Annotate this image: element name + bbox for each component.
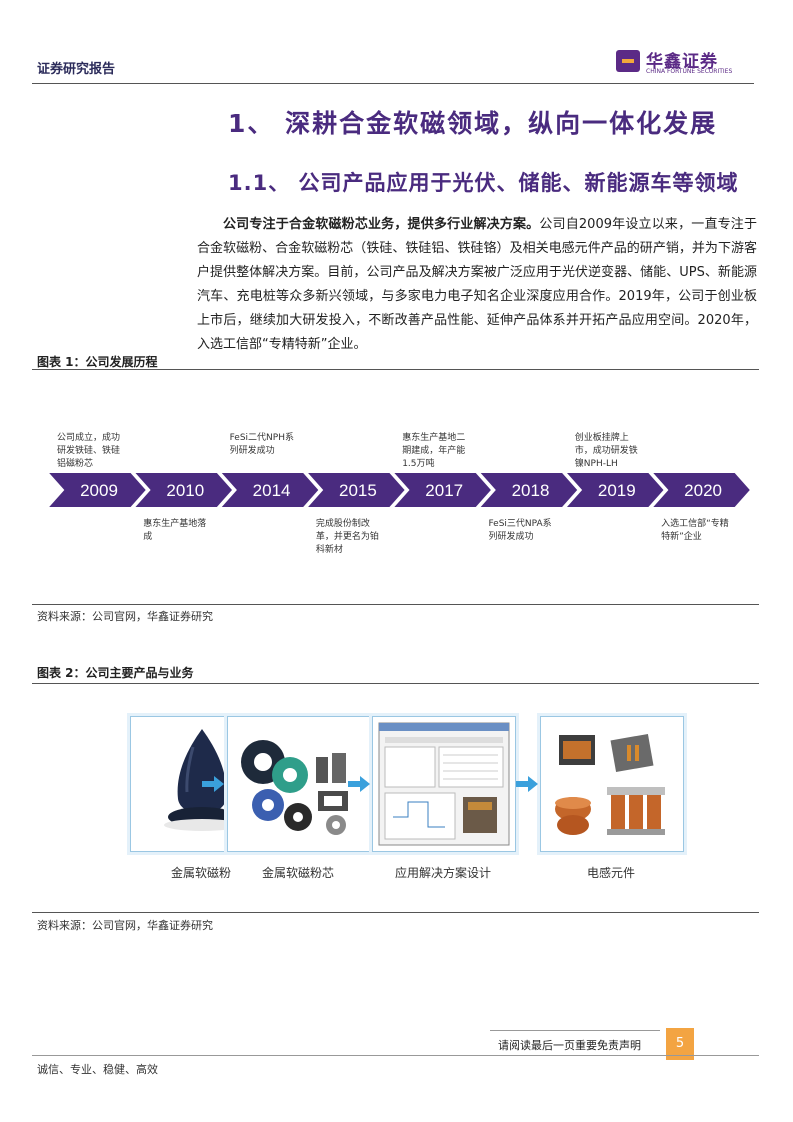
subsection-heading: 1.1、 公司产品应用于光伏、储能、新能源车等领域: [228, 171, 739, 195]
timeline-note: FeSi三代NPA系列研发成功: [488, 519, 552, 542]
inductor-icon: [555, 733, 665, 835]
figure1-title: 图表 1：公司发展历程: [37, 355, 158, 369]
timeline-year: 2015: [339, 481, 377, 500]
logo-english-name: CHINA FORTUNE SECURITIES: [646, 68, 733, 75]
company-logo-icon: [616, 50, 640, 72]
paragraph-text: 公司自2009年设立以来，一直专注于合金软磁粉、合金软磁粉芯（铁硅、铁硅铝、铁硅…: [197, 217, 757, 352]
figure2-bottom-rule: [32, 912, 759, 913]
timeline-year: 2020: [684, 481, 722, 500]
timeline-note: 入选工信部“专精特新”企业: [661, 519, 729, 542]
timeline-year: 2014: [253, 481, 291, 500]
figure2-source: 资料来源：公司官网，华鑫证券研究: [37, 919, 213, 932]
product-label: 电感元件: [586, 866, 635, 880]
product-card-inductor: [540, 716, 684, 852]
timeline-year: 2009: [80, 481, 118, 500]
timeline-note: 惠东生产基地落成: [143, 519, 207, 542]
timeline-year: 2017: [425, 481, 463, 500]
figure2-title: 图表 2：公司主要产品与业务: [37, 666, 194, 680]
timeline-chevron: [562, 471, 667, 509]
arrow-right-icon: [202, 776, 224, 792]
timeline-chevron: [44, 471, 149, 509]
product-label: 金属软磁粉: [170, 866, 231, 880]
section-heading: 1、 深耕合金软磁领域，纵向一体化发展: [228, 109, 718, 138]
timeline-chevron: [389, 471, 494, 509]
timeline-note: FeSi二代NPH系列研发成功: [229, 433, 294, 456]
timeline-chevron: [217, 471, 321, 509]
timeline-year: 2019: [598, 481, 636, 500]
timeline-note: 完成股份制改革，并更名为铂科新材: [315, 519, 379, 555]
product-card-core: [227, 716, 371, 852]
page-number: 5: [666, 1028, 694, 1060]
product-label: 金属软磁粉芯: [261, 866, 334, 880]
timeline-note: 惠东生产基地二期建成，年产能1.5万吨: [402, 433, 466, 469]
figure1-source: 资料来源：公司官网，华鑫证券研究: [37, 610, 213, 623]
footer-notice-rule: [490, 1030, 660, 1031]
footer-divider: [32, 1055, 759, 1056]
logo-chinese-name: 华鑫证券: [646, 52, 718, 72]
disclaimer-notice: 请阅读最后一页重要免责声明: [498, 1039, 641, 1052]
paragraph-lead: 公司专注于合金软磁粉芯业务，提供多行业解决方案。: [223, 217, 540, 232]
figure1-bottom-rule: [32, 604, 759, 605]
product-label: 应用解决方案设计: [394, 866, 491, 880]
report-label: 证券研究报告: [37, 62, 116, 77]
arrow-right-icon: [516, 776, 538, 792]
timeline-year: 2018: [512, 481, 550, 500]
timeline-note: 创业板挂牌上市，成功研发铁镍NPH-LH: [574, 433, 638, 469]
arrow-right-icon: [348, 776, 370, 792]
header-divider: [32, 83, 754, 84]
body-paragraph: 公司专注于合金软磁粉芯业务，提供多行业解决方案。公司自2009年设立以来，一直专…: [197, 213, 757, 357]
figure2-top-rule: [32, 683, 759, 684]
timeline-chevron: [131, 471, 235, 509]
company-motto: 诚信、专业、稳健、高效: [37, 1063, 158, 1076]
timeline-note: 公司成立，成功研发铁硅、铁硅铝磁粉芯: [57, 433, 121, 469]
magnetic-core-icon: [241, 740, 348, 835]
timeline-chevron: [648, 471, 753, 509]
timeline-chevron: [303, 471, 408, 509]
software-window-icon: [378, 722, 510, 846]
product-card-solution: [372, 716, 516, 852]
timeline-chevron: [476, 471, 580, 509]
timeline-year: 2010: [166, 481, 204, 500]
figure1-top-rule: [32, 369, 759, 370]
powder-icon: [164, 729, 240, 831]
